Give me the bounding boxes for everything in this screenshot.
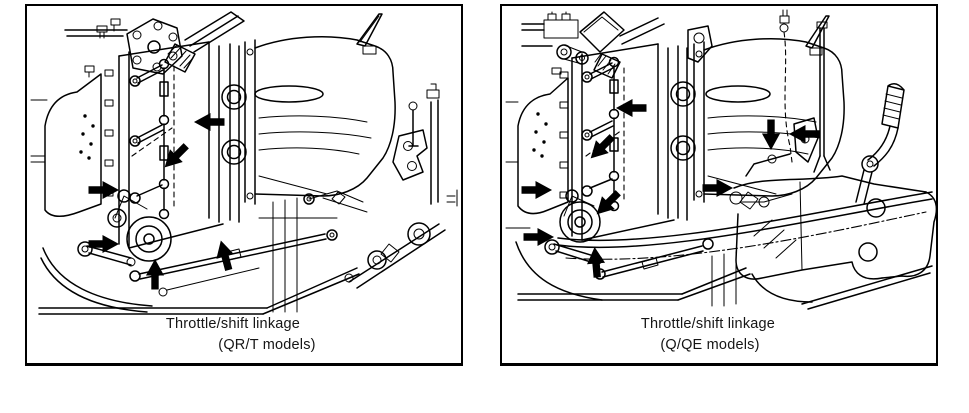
cylinder-block-left xyxy=(505,67,569,229)
lube-point-arrow xyxy=(788,124,820,144)
lube-point-arrow xyxy=(521,180,553,200)
panel-caption-qqe: Throttle/shift linkage (Q/QE models) xyxy=(502,314,936,356)
lube-point-arrow xyxy=(164,143,189,168)
lube-point-arrow xyxy=(596,190,621,215)
engine-diagram-qrt-drawing xyxy=(30,11,458,315)
lube-point-arrow xyxy=(88,234,120,254)
cylinder-block-left xyxy=(30,65,102,217)
hanging-wire-and-shift-rod xyxy=(745,9,831,177)
lube-point-arrow xyxy=(615,98,647,118)
stern-bracket xyxy=(733,175,936,280)
valve-cover-and-linkage xyxy=(104,41,224,249)
caption-line2: (Q/QE models) xyxy=(660,337,760,353)
tiller-handle xyxy=(855,83,905,205)
lube-point-arrow xyxy=(702,178,734,198)
diagram-panel-qrt: Throttle/shift linkage (QR/T models) xyxy=(25,4,463,366)
lube-point-arrow xyxy=(88,180,120,200)
mount-strip-grommets xyxy=(221,43,247,223)
panel-caption-qrt: Throttle/shift linkage (QR/T models) xyxy=(27,314,461,356)
valve-cover-and-linkage xyxy=(559,43,675,241)
lube-point-arrows-qqe xyxy=(521,98,820,278)
lube-point-arrow xyxy=(216,240,234,271)
diagram-panel-qqe: Throttle/shift linkage (Q/QE models) xyxy=(500,4,938,366)
caption-line2: (QR/T models) xyxy=(218,337,316,353)
caption-line1: Throttle/shift linkage xyxy=(165,316,301,332)
mount-strip-grommets xyxy=(670,25,713,221)
lube-point-arrow xyxy=(193,112,225,132)
intake-manifold xyxy=(244,13,396,205)
caption-line1: Throttle/shift linkage xyxy=(640,316,776,332)
top-assembly-distributor xyxy=(64,11,245,75)
lube-point-arrow xyxy=(145,258,165,290)
lube-point-arrow xyxy=(587,247,606,278)
lube-point-arrow xyxy=(590,134,615,159)
top-assembly xyxy=(521,11,665,79)
cables-and-lower-linkage xyxy=(515,189,933,310)
lube-point-arrow xyxy=(761,119,781,151)
intake-manifold xyxy=(693,15,845,203)
lower-linkage-and-cowl xyxy=(38,189,446,315)
right-bracket-assembly xyxy=(392,83,458,207)
engine-diagram-qqe-drawing xyxy=(505,9,936,310)
lube-point-arrow xyxy=(523,227,555,247)
lube-point-arrows-qrt xyxy=(88,112,234,290)
